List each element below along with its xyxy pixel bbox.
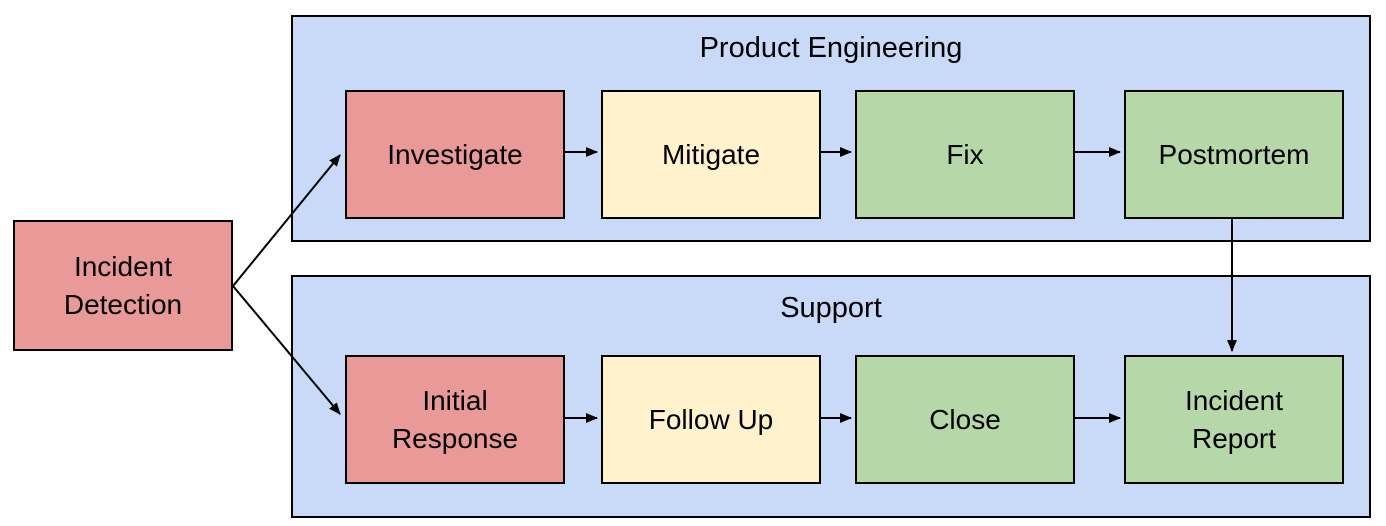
lane-support-title: Support (780, 292, 882, 324)
node-fix: Fix (855, 90, 1075, 219)
node-mitigate: Mitigate (601, 90, 821, 219)
node-investigate: Investigate (345, 90, 565, 219)
node-postmortem-label: Postmortem (1158, 138, 1310, 170)
node-initial-response-label: Initial Response (391, 384, 519, 454)
node-incident-detection: Incident Detection (13, 220, 233, 351)
node-incident-report-label: Incident Report (1184, 384, 1284, 454)
node-fix-label: Fix (946, 138, 984, 170)
lane-product-engineering: Product Engineering Investigate Mitigate… (291, 15, 1371, 242)
node-close: Close (855, 355, 1075, 484)
node-postmortem: Postmortem (1124, 90, 1344, 219)
node-investigate-label: Investigate (387, 138, 523, 170)
node-mitigate-label: Mitigate (661, 138, 761, 170)
lane-support: Support Initial Response Follow Up Close… (291, 275, 1371, 518)
node-incident-report: Incident Report (1124, 355, 1344, 484)
node-close-label: Close (929, 403, 1001, 435)
node-initial-response: Initial Response (345, 355, 565, 484)
node-incident-detection-label: Incident Detection (63, 250, 183, 320)
node-follow-up-label: Follow Up (648, 403, 774, 435)
lane-product-engineering-title: Product Engineering (699, 32, 963, 64)
node-follow-up: Follow Up (601, 355, 821, 484)
